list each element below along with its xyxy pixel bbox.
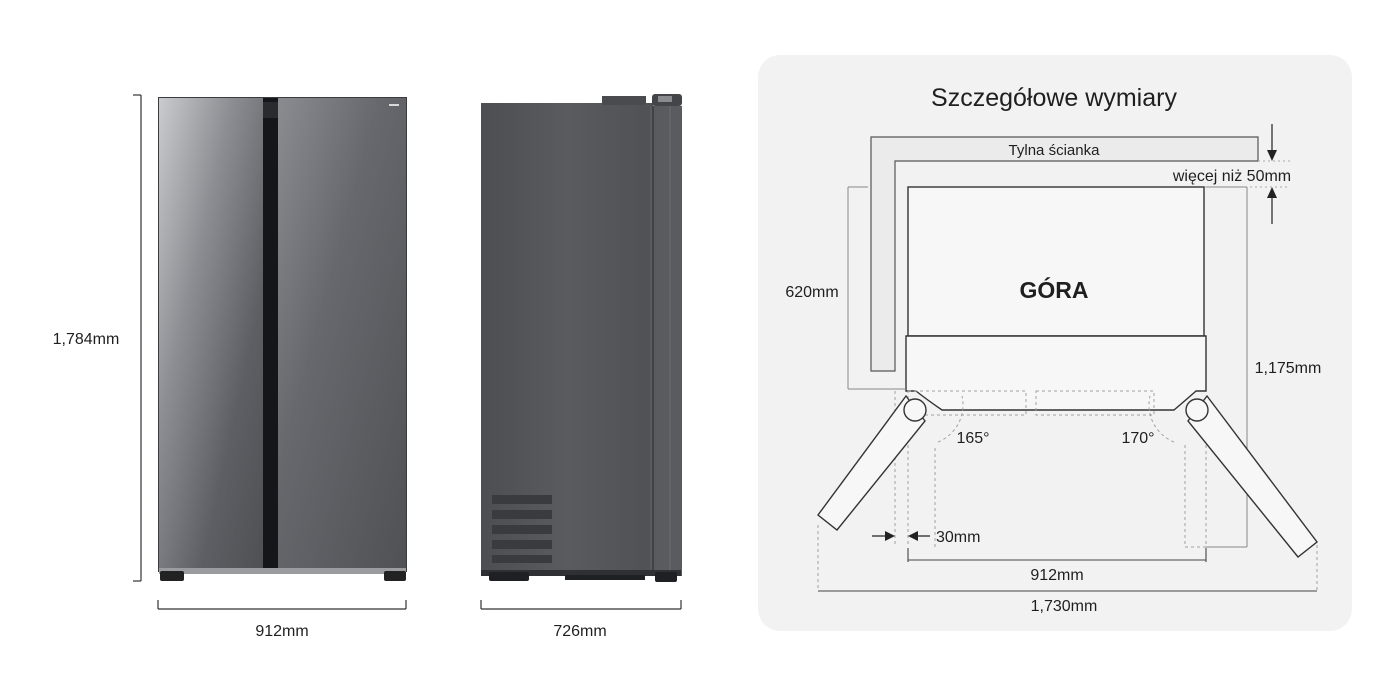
fridge-front-body [158,97,407,581]
dashed-reference-lines [817,390,1318,591]
front-height-label: 1,784mm [53,331,120,348]
left-door [159,98,263,570]
depth-dimension [847,186,906,390]
hinge-top [602,96,646,105]
side-view: 726mm [480,94,682,640]
fridge-top-outline [907,186,1205,337]
back-wall-label: Tylna ścianka [1009,142,1101,159]
front-width-label: 912mm [255,623,308,640]
front-width-dimension-line [157,600,407,610]
back-wall [870,136,1259,372]
right-open-door [1185,394,1318,558]
side-foot-right [655,572,677,582]
clearance-arrows [1267,124,1277,224]
body-width-label: 912mm [1030,567,1083,584]
top-view-panel: Szczegółowe wymiary Tylna ścianka więcej… [758,55,1352,631]
right-angle-label: 170° [1121,430,1154,447]
side-depth-dimension-line [480,600,682,610]
side-depth-label: 726mm [553,623,606,640]
left-angle-label: 165° [956,430,989,447]
clearance-label: więcej niż 50mm [1172,168,1291,185]
right-foot [384,571,406,581]
body-width-dimension [907,548,1207,562]
panel-title: Szczegółowe wymiary [931,84,1177,112]
open-width-label: 1,730mm [1031,598,1098,615]
door-edge [650,106,682,576]
height-dimension-line [133,94,142,582]
side-gap-arrows [872,531,930,541]
top-label: GÓRA [1020,276,1089,303]
side-gap-label: 30mm [936,529,980,546]
left-foot [160,571,184,581]
door-band [905,335,1207,411]
left-open-door [817,394,927,531]
rear-vents [492,495,552,563]
brand-logo-mark [389,104,399,106]
side-foot-left [489,572,529,581]
right-door [278,98,406,570]
open-depth-label: 1,175mm [1255,360,1322,377]
door-gap [263,98,278,570]
depth-label: 620mm [785,284,838,301]
front-view: 1,784mm 912mm [53,94,407,640]
